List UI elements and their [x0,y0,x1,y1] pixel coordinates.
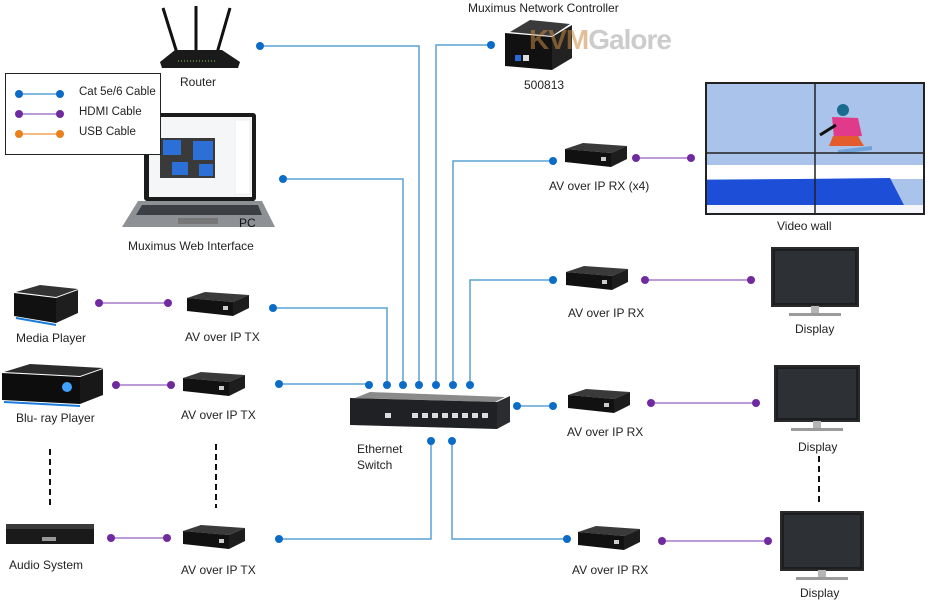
bluray-label: Blu- ray Player [16,411,95,425]
cable-endpoint [563,535,571,543]
cable-endpoint [658,537,666,545]
legend-label: Cat 5e/6 Cable [79,86,156,98]
watermark-part2: Galore [588,24,672,55]
tx1-box-icon [187,292,249,316]
media-player-icon [14,285,78,326]
cable-endpoint [112,381,120,389]
controller-to-switch-cable [435,44,491,384]
cable-endpoint [752,399,760,407]
pc-to-switch-cable [283,178,404,384]
rx2-box-icon [568,389,630,413]
cable-endpoint [279,175,287,183]
tx2-label: AV over IP TX [181,408,256,422]
ethernet-switch-icon [350,392,510,429]
usb-cable-swatch-icon [15,130,64,138]
cable-endpoint [448,437,456,445]
cable-endpoint [513,402,521,410]
tx3-to-switch-cable [279,441,432,540]
cable-endpoint [449,381,457,389]
cable-endpoint [275,535,283,543]
display2-icon [774,365,860,431]
rx3-label: AV over IP RX [572,563,649,577]
display1-label: Display [795,322,835,336]
cable-legend: Cat 5e/6 Cable HDMI Cable USB Cable [5,73,161,155]
cable-endpoint [415,381,423,389]
switch-label-line2: Switch [357,458,393,472]
display3-label: Display [800,586,840,600]
cable-endpoint [632,154,640,162]
tx1-label: AV over IP TX [185,330,260,344]
switch-label-line1: Ethernet [357,442,403,456]
tx3-box-icon [183,525,245,549]
controller-title: Muximus Network Controller [468,1,619,15]
watermark: KVMGalore [529,24,672,56]
cable-endpoint [275,380,283,388]
cable-endpoint [256,42,264,50]
cable-endpoint [747,276,755,284]
legend-item-usb: USB Cable [6,124,160,144]
legend-label: HDMI Cable [79,106,142,118]
audio-system-label: Audio System [9,558,84,572]
pc-label: Muximus Web Interface [128,239,254,253]
cable-endpoint [466,381,474,389]
cable-endpoint [399,381,407,389]
controller-model: 500813 [524,78,565,92]
cable-endpoint [549,402,557,410]
watermark-part1: KVM [529,24,589,55]
rx1-to-switch-cable [469,279,553,384]
cable-endpoint [269,304,277,312]
pc-badge: PC [239,216,256,230]
video-wall-icon [705,82,925,215]
router-label: Router [180,75,217,89]
rx1-box-icon [566,266,628,290]
rx1-label: AV over IP RX [568,306,645,320]
cable-endpoint [95,299,103,307]
cable-endpoint [163,534,171,542]
rx-wall-to-switch-cable [452,160,553,384]
cable-endpoint [487,41,495,49]
cat-cable-swatch-icon [15,90,64,98]
cable-endpoint [641,276,649,284]
audio-system-icon [6,524,94,544]
tx3-label: AV over IP TX [181,563,256,577]
cable-endpoint [432,381,440,389]
router-to-switch-cable [260,45,420,384]
cable-endpoint [427,437,435,445]
display2-label: Display [798,440,838,454]
cable-endpoint [764,537,772,545]
switch-to-rx3-cable [451,441,567,540]
legend-item-hdmi: HDMI Cable [6,104,160,124]
cable-endpoint [549,157,557,165]
router-icon [160,6,240,68]
legend-label: USB Cable [79,126,136,138]
cable-endpoint [167,381,175,389]
video-wall-label: Video wall [777,219,832,233]
media-player-label: Media Player [16,331,87,345]
cable-endpoint [687,154,695,162]
hdmi-cable-swatch-icon [15,110,64,118]
display1-icon [771,247,859,316]
cable-endpoint [164,299,172,307]
rx3-box-icon [578,526,640,550]
rx-wall-box-icon [565,143,627,167]
rx2-label: AV over IP RX [567,425,644,439]
cable-endpoint [647,399,655,407]
cable-endpoint [365,381,373,389]
tx2-box-icon [183,372,245,396]
rx-wall-label: AV over IP RX (x4) [549,179,650,193]
cable-endpoint [107,534,115,542]
tx1-to-switch-cable [273,307,388,384]
network-controller-icon [505,20,572,70]
cable-endpoint [383,381,391,389]
legend-item-cat: Cat 5e/6 Cable [6,84,160,104]
laptop-icon [122,113,275,227]
display3-icon [780,511,864,580]
bluray-player-icon [2,364,103,407]
cable-endpoint [549,276,557,284]
